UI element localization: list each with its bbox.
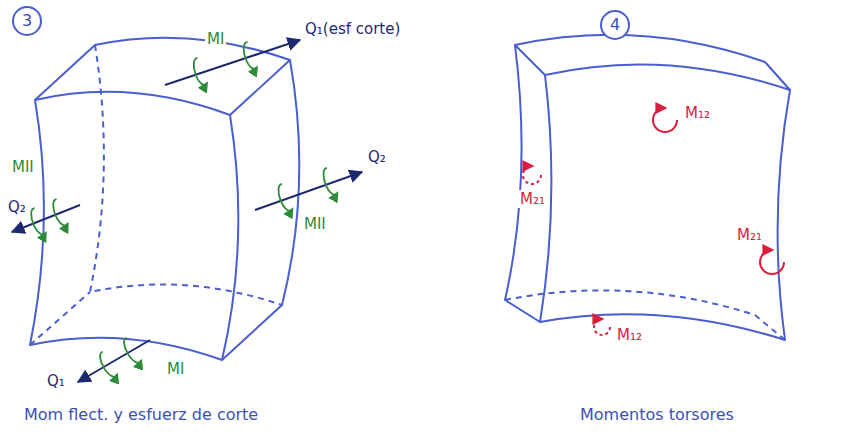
torsion-label: M₁₂: [683, 104, 712, 122]
shear-label: Q₁(esf corte): [303, 20, 402, 38]
shear-label: Q₂: [366, 148, 388, 166]
moment-label: MI: [205, 30, 226, 48]
shear-label: Q₂: [6, 198, 28, 216]
moment-label: MII: [302, 215, 328, 233]
callout-circle: 4: [600, 10, 630, 40]
torsion-label: M₁₂: [615, 326, 644, 344]
callout-number: 3: [22, 12, 32, 30]
torsion-label: M₂₁: [518, 190, 547, 208]
shear-label: Q₁: [45, 372, 67, 390]
callout-number: 4: [610, 16, 620, 34]
caption-text: Mom flect. y esfuerz de corte: [22, 406, 260, 424]
moment-label: MI: [165, 360, 186, 378]
torsion-label: M₂₁: [735, 226, 764, 244]
callout-circle: 3: [12, 6, 42, 36]
moment-label: MII: [10, 158, 36, 176]
caption-text: Momentos torsores: [578, 406, 736, 424]
